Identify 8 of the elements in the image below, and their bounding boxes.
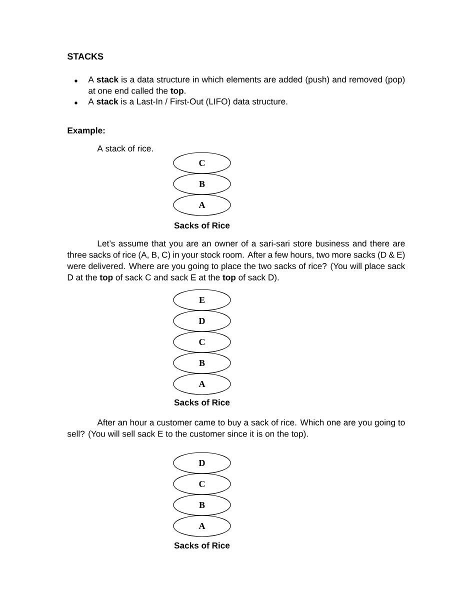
bullet-text: A stack is a Last-In / First-Out (LIFO) data structure. (88, 98, 288, 106)
caption: Sacks of Rice (174, 399, 230, 406)
heading: Example: (68, 127, 105, 136)
paragraph: Let’s assume that you are an owner of a sari-sari store business and there are three sacks of rice (A, B, C) in your stock room. After a few hours, two more sacks (D & E) were delivered. Where are you going to place the two sacks of rice? (You will place sack D at the top of sack C and sack E at the top of sack D). (67, 240, 406, 282)
heading: STACKS (67, 53, 104, 60)
bullet-text: A stack is a data structure in which elements are added (push) and removed (pop) at one end called the top. (88, 76, 405, 96)
paragraph: After an hour a customer came to buy a sack of rice. Which one are you going to sell? (You will sell sack E to the customer since it is on the top). (67, 419, 405, 439)
text: A stack of rice. (97, 145, 153, 152)
